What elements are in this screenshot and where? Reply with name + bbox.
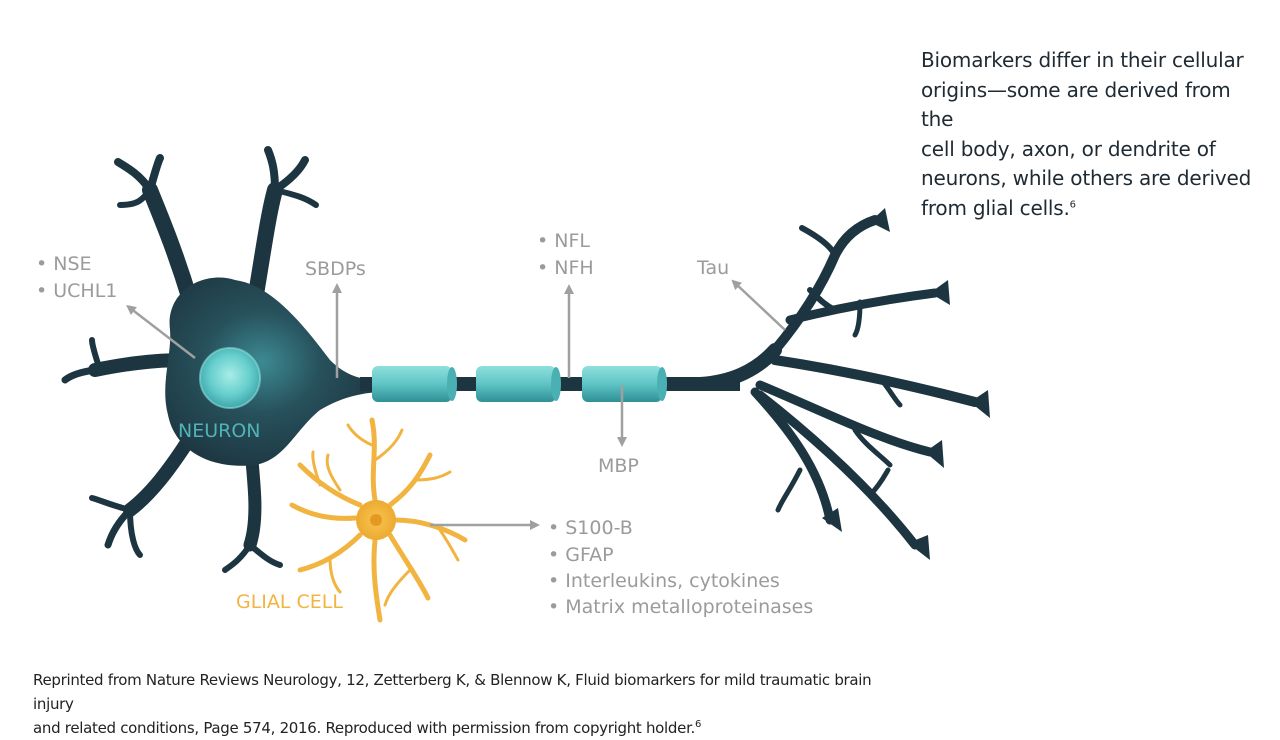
description-text: Biomarkers differ in their cellular orig… [921,46,1261,223]
axon-terminal-branches [693,215,980,550]
glial-cell-nucleus [370,514,382,526]
cell-body-marker-1: • NSE [36,253,92,275]
axon-marker-2: • NFH [537,257,594,279]
glial-marker-1: • S100-B [548,517,633,539]
axon-marker-1: • NFL [537,230,590,252]
arrow-tau [731,279,786,331]
glial-cell-label: GLIAL CELL [236,591,343,613]
sbdps-label: SBDPs [305,258,366,280]
credit-line-2: and related conditions, Page 574, 2016. … [33,719,702,737]
glial-marker-3: • Interleukins, cytokines [548,570,780,592]
biomarker-arrows [126,279,786,530]
glial-cell [289,417,468,623]
description-line: Biomarkers differ in their cellular [921,48,1244,72]
description-line: origins—some are derived from the [921,77,1231,132]
arrow-cell-body [126,304,196,359]
source-credit: Reprinted from Nature Reviews Neurology,… [33,668,913,740]
neuron-cell-body [165,277,380,466]
tau-label: Tau [696,257,729,279]
cell-body-marker-2: • UCHL1 [36,280,117,302]
axon-terminal-boutons [822,208,990,560]
description-line: neurons, while others are derived [921,166,1252,190]
credit-footnote: 6 [695,719,702,730]
myelin-sheaths [372,366,667,402]
neuron-label: NEURON [178,420,261,442]
credit-line-1: Reprinted from Nature Reviews Neurology,… [33,671,872,713]
description-line: cell body, axon, or dendrite of [921,136,1216,161]
mbp-label: MBP [598,455,639,477]
glial-marker-2: • GFAP [548,544,614,566]
neuron-nucleus [200,348,260,408]
description-line: from glial cells.6 [921,195,1076,220]
description-footnote: 6 [1069,198,1076,210]
glial-marker-4: • Matrix metalloproteinases [548,596,813,618]
